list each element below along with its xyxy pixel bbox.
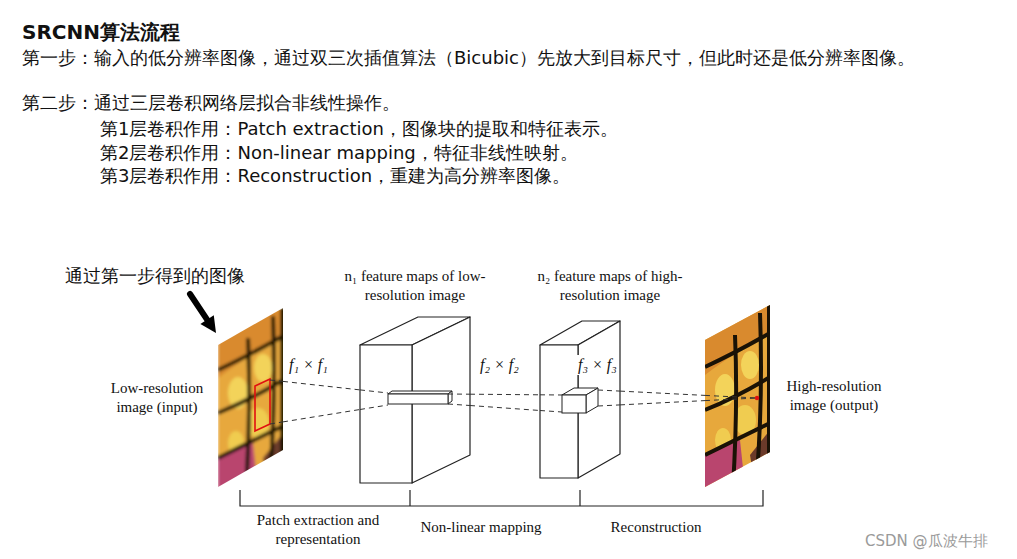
callout-text: 通过第一步得到的图像 [65, 264, 245, 287]
patch-cube [562, 388, 598, 413]
step-text: 第2层卷积作用：Non-linear mapping，特征非线性映射。 [100, 141, 578, 164]
step-text: 第一步：输入的低分辨率图像，通过双三次插值算法（Bicubic）先放大到目标尺寸… [22, 46, 915, 69]
node-label: n₂ feature maps of high-resolution image [525, 267, 695, 305]
page-title: SRCNN算法流程 [22, 20, 180, 44]
filter-size: f₂ × f₂ [478, 355, 521, 375]
pointer-arrow [190, 294, 216, 333]
stage-bracket [240, 490, 763, 506]
output-image: High-resolution image (output) [705, 305, 770, 487]
projection-line [270, 380, 757, 424]
step-text: 第二步：通过三层卷积网络层拟合非线性操作。 [22, 91, 400, 114]
projection-connector [470, 394, 540, 410]
stage-label: Non-linear mapping [420, 518, 541, 537]
patch-slab [388, 391, 452, 404]
step-text: 第3层卷积作用：Reconstruction，重建为高分辨率图像。 [100, 164, 570, 187]
filter-size: f₁ × f₁ [287, 355, 330, 375]
feature-map-box: n₂ feature maps of high-resolution image [540, 321, 620, 478]
feature-map-block [360, 317, 470, 483]
projection-connector [283, 381, 360, 422]
projection-connector [620, 391, 705, 405]
feature-map-box: n₁ feature maps of low-resolution image [360, 317, 470, 483]
node-label: High-resolution image (output) [778, 377, 890, 415]
filter-size: f₃ × f₃ [576, 355, 619, 375]
node-label: Low-resolution image (input) [102, 379, 212, 417]
stage-label: Reconstruction [611, 518, 702, 537]
node-label: n₁ feature maps of low-resolution image [330, 267, 500, 305]
input-image: Low-resolution image (input) [218, 308, 283, 487]
patch-marker [255, 379, 270, 431]
step-text: 第1层卷积作用：Patch extraction，图像块的提取和特征表示。 [100, 117, 618, 140]
watermark: CSDN @瓜波牛排 [865, 532, 988, 551]
feature-map-block [540, 321, 620, 478]
stage-label: Patch extraction and representation [254, 511, 382, 549]
output-pixel [755, 396, 759, 400]
butterfly-image [218, 308, 283, 490]
